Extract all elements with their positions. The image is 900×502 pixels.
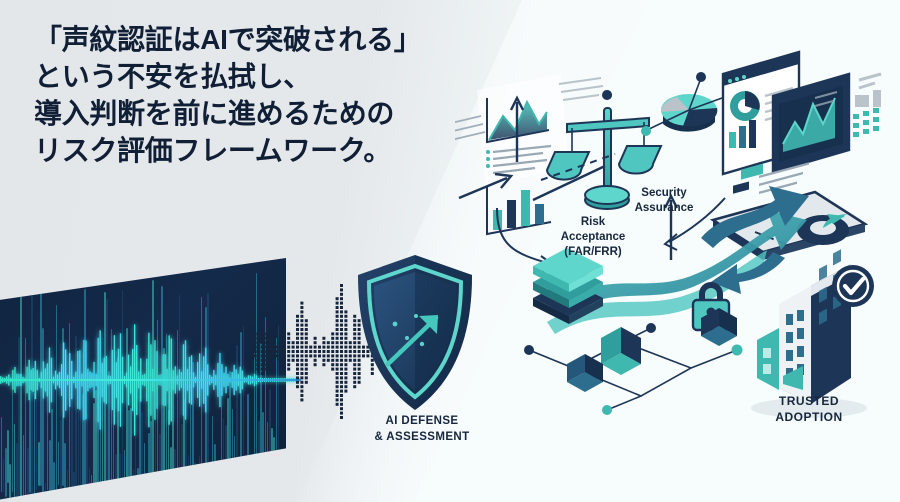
trusted-label-line2: ADOPTION xyxy=(775,409,843,424)
security-label-line1: Security xyxy=(641,187,687,199)
risk-label-line3: (FAR/FRR) xyxy=(564,245,622,258)
trusted-adoption-label: TRUSTED ADOPTION xyxy=(746,394,872,425)
checkmark-badge-icon xyxy=(832,265,874,307)
risk-label-line1: Risk xyxy=(580,216,606,228)
security-assurance-label: Security Assurance xyxy=(612,186,716,216)
pie-chart-3d-icon xyxy=(641,72,738,136)
bar-cubes-icon xyxy=(524,308,743,415)
hatch-decoration xyxy=(455,115,486,140)
flow-arrow-icon xyxy=(458,95,679,260)
flow-arrow-icon xyxy=(547,210,807,334)
ai-defense-line2: & ASSESSMENT xyxy=(374,430,470,443)
office-building-icon xyxy=(751,249,874,418)
waveform-icon xyxy=(0,324,301,436)
flow-arrow-icon xyxy=(701,186,809,294)
security-flow-diagram xyxy=(455,50,882,418)
pixel-waveform-icon xyxy=(252,284,374,419)
security-label-line2: Assurance xyxy=(634,201,694,214)
trusted-label-line1: TRUSTED xyxy=(778,394,840,408)
balance-scales-icon xyxy=(545,90,663,210)
ai-defense-line1: AI DEFENSE xyxy=(385,415,459,427)
ai-defense-label: AI DEFENSE & ASSESSMENT xyxy=(352,414,492,445)
database-stack-icon xyxy=(533,248,603,324)
risk-acceptance-label: Risk Acceptance (FAR/FRR) xyxy=(538,215,648,260)
shield-icon xyxy=(358,255,472,410)
page-title: 「声紋認証はAIで突破される」 という不安を払拭し、 導入判断を前に進めるための… xyxy=(34,24,422,166)
risk-label-line2: Acceptance xyxy=(560,230,626,243)
chart-panel-icon xyxy=(477,74,604,236)
